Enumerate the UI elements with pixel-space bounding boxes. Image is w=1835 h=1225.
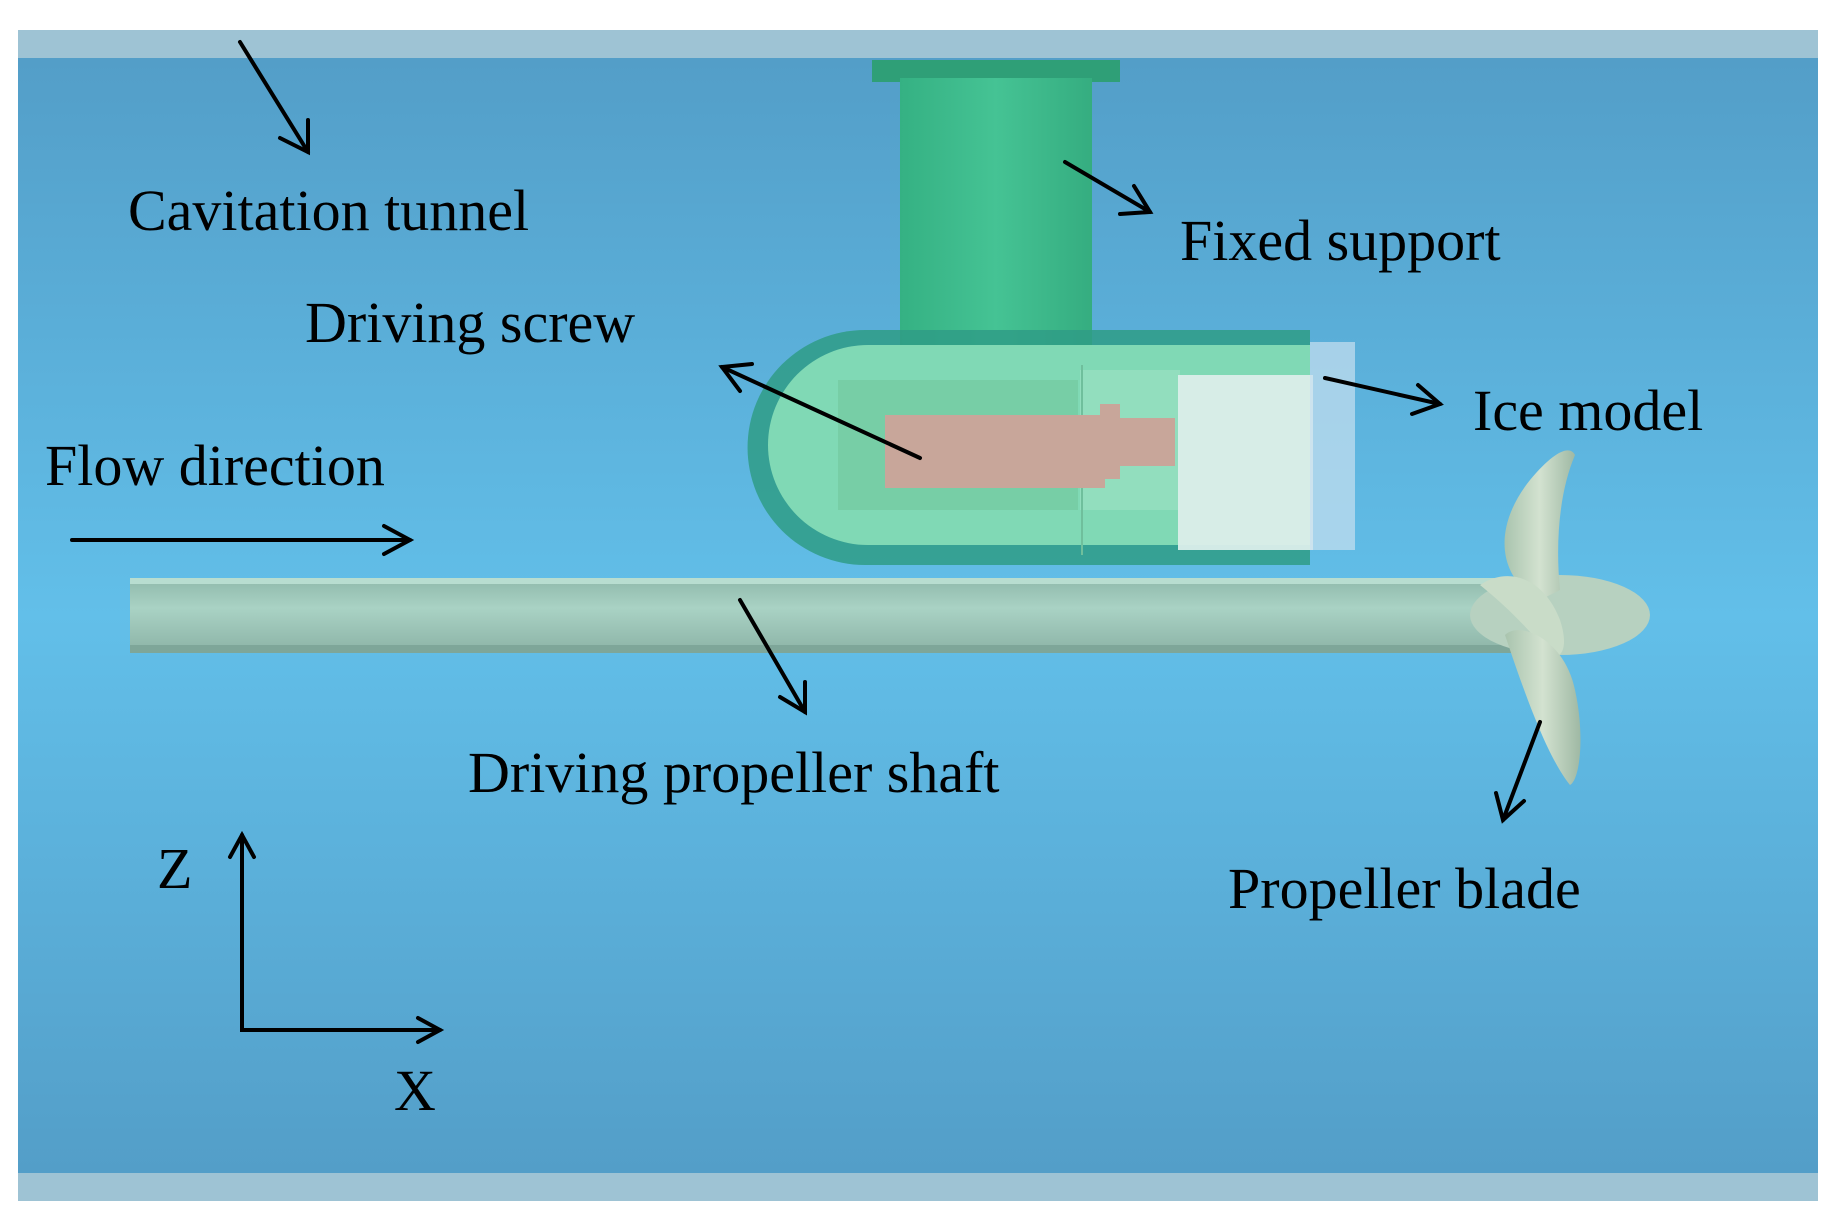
tunnel-bottom-wall [18,1173,1818,1201]
driving-propeller-shaft [130,578,1520,653]
fixed-support [872,60,1120,348]
arrow-cavitation-tunnel [238,40,310,154]
propeller [1470,450,1650,785]
propeller-blade-lower [1505,630,1581,785]
tunnel-top-wall [18,30,1818,58]
label-axis-x: X [394,1058,436,1123]
axis-x-arrowhead [416,1016,445,1044]
label-driving-screw: Driving screw [305,290,635,355]
label-ice-model: Ice model [1473,378,1703,443]
label-propeller-blade: Propeller blade [1228,856,1581,921]
propeller-blade-front [1480,576,1565,656]
axis-lines [240,833,442,1032]
arrow-ice-model [1323,376,1442,406]
label-axis-z: Z [157,836,192,901]
label-flow-direction: Flow direction [45,433,385,498]
ice-model [1178,342,1355,550]
propeller-blade-upper [1504,450,1575,600]
label-cavitation-tunnel: Cavitation tunnel [128,178,529,243]
driving-screw [885,404,1175,488]
arrow-driving-screw [720,365,922,460]
axis-z-arrowhead [228,830,256,859]
arrow-driving-propeller-shaft [738,598,807,714]
annotation-arrows [70,40,1542,824]
arrow-propeller-blade [1501,720,1542,822]
coordinate-axes [228,830,445,1044]
label-driving-propeller-shaft: Driving propeller shaft [468,740,1000,805]
label-fixed-support: Fixed support [1180,208,1501,273]
arrow-fixed-support [1063,160,1152,214]
